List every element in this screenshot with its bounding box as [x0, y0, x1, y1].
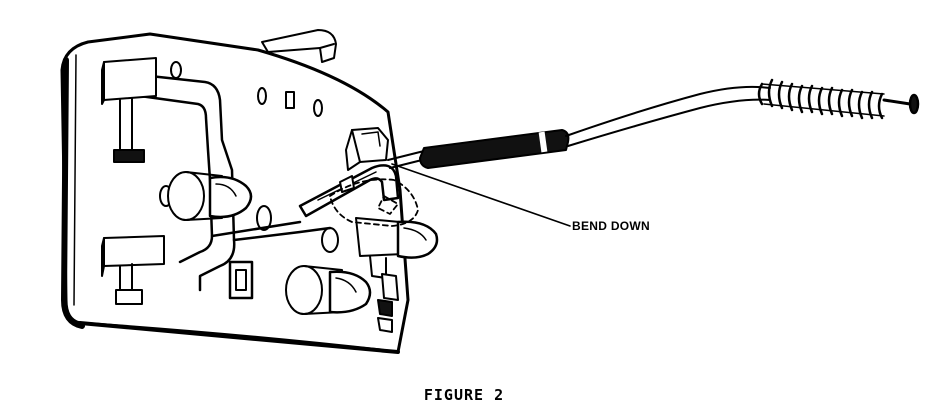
dashed-original-position: [329, 178, 419, 227]
upper-left-clip: [101, 57, 157, 163]
screwdriver-tool: [387, 85, 771, 169]
callout-leader: [391, 163, 571, 227]
figure-caption: FIGURE 2: [423, 386, 505, 404]
middle-bulb: [355, 217, 439, 279]
top-tab: [261, 29, 337, 63]
lower-bulb: [285, 265, 372, 315]
bend-down-callout: BEND DOWN: [572, 219, 651, 233]
right-clip: [377, 273, 399, 333]
lower-left-clip: [101, 235, 165, 305]
circuit-trace: [138, 74, 332, 292]
coil-spring: [757, 78, 920, 120]
upper-bracket: [345, 127, 389, 171]
window-slot: [228, 260, 254, 300]
upper-bulb: [167, 171, 253, 221]
